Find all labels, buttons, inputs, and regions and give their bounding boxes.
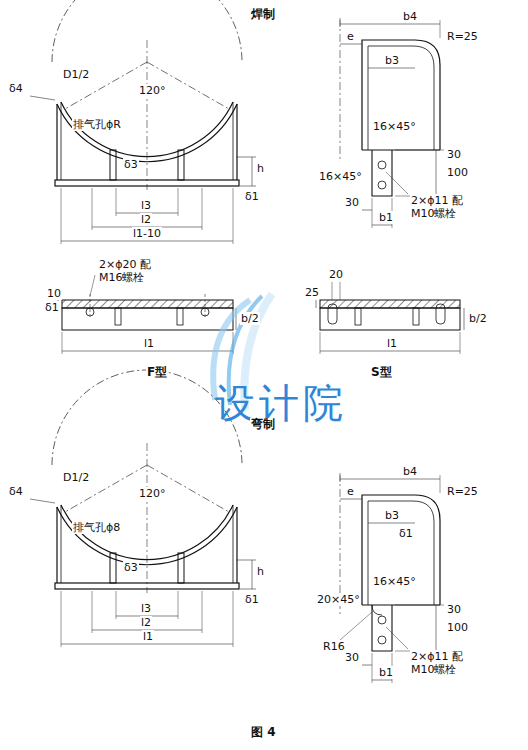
dimension-label: 25 — [304, 286, 320, 299]
radius-label: R=25 — [446, 485, 479, 498]
dimension-label: b4 — [402, 10, 418, 23]
dimension-label: b/2 — [468, 312, 488, 325]
type-title: F型 — [146, 366, 168, 379]
dimension-label: l1 — [143, 337, 155, 350]
dimension-label: b/2 — [240, 312, 260, 325]
dimension-label: b4 — [402, 465, 418, 478]
thickness-label: δ3 — [123, 158, 139, 171]
dimension-label: b3 — [384, 54, 400, 67]
thickness-label: δ1 — [44, 301, 60, 314]
dimension-label: b3 — [384, 509, 400, 522]
thickness-label: δ4 — [8, 485, 24, 498]
figure-caption: 图 4 — [250, 726, 277, 739]
section-title: 焊制 — [250, 8, 276, 21]
dimension-label: l2 — [140, 213, 152, 226]
dimension-label: l3 — [140, 199, 152, 212]
dimension-label: 100 — [446, 166, 469, 179]
dimension-label: e — [346, 485, 355, 498]
dimension-label: 30 — [446, 148, 462, 161]
thickness-label: δ1 — [398, 527, 414, 540]
chamfer-label: 16×45° — [372, 575, 417, 588]
dimension-label: l2 — [140, 616, 152, 629]
bolt-note: 2×ϕ11 配M10螺栓 — [410, 650, 484, 676]
dimension-label: h — [256, 162, 265, 175]
angle-label: 120° — [138, 487, 167, 500]
vent-hole-note: 排气孔ϕR — [72, 118, 122, 131]
type-title: S型 — [370, 366, 393, 379]
bolt-note: 2×ϕ11 配M10螺栓 — [410, 194, 484, 220]
chamfer-label: 16×45° — [372, 120, 417, 133]
vent-hole-note: 排气孔ϕ8 — [72, 521, 121, 534]
radius-label: D1/2 — [62, 471, 90, 484]
dimension-label: h — [256, 565, 265, 578]
dimension-label: l1 — [386, 337, 398, 350]
thickness-label: δ1 — [244, 593, 260, 606]
bolt-note: 2×ϕ20 配M16螺栓 — [98, 258, 162, 284]
dimension-label: 30 — [446, 603, 462, 616]
chamfer-label: 16×45° — [318, 170, 363, 183]
dimension-label: 20 — [328, 268, 344, 281]
watermark: 设计院 — [214, 380, 348, 426]
chamfer-label: 20×45° — [316, 593, 361, 606]
dimension-label: b1 — [378, 666, 394, 679]
thickness-label: δ4 — [8, 82, 24, 95]
dimension-label: l1-10 — [132, 227, 162, 240]
dimension-label: 100 — [446, 621, 469, 634]
dimension-label: 10 — [46, 287, 62, 300]
dimension-label: l1 — [142, 630, 154, 643]
radius-label: D1/2 — [62, 68, 90, 81]
dimension-label: l3 — [140, 602, 152, 615]
dimension-label: b1 — [378, 211, 394, 224]
dimension-label: 30 — [344, 196, 360, 209]
section-title: 弯制 — [250, 418, 276, 431]
radius-label: R16 — [322, 640, 346, 653]
radius-label: R=25 — [446, 30, 479, 43]
thickness-label: δ3 — [123, 561, 139, 574]
dimension-label: e — [346, 30, 355, 43]
thickness-label: δ1 — [244, 190, 260, 203]
angle-label: 120° — [138, 84, 167, 97]
dimension-label: 30 — [344, 651, 360, 664]
